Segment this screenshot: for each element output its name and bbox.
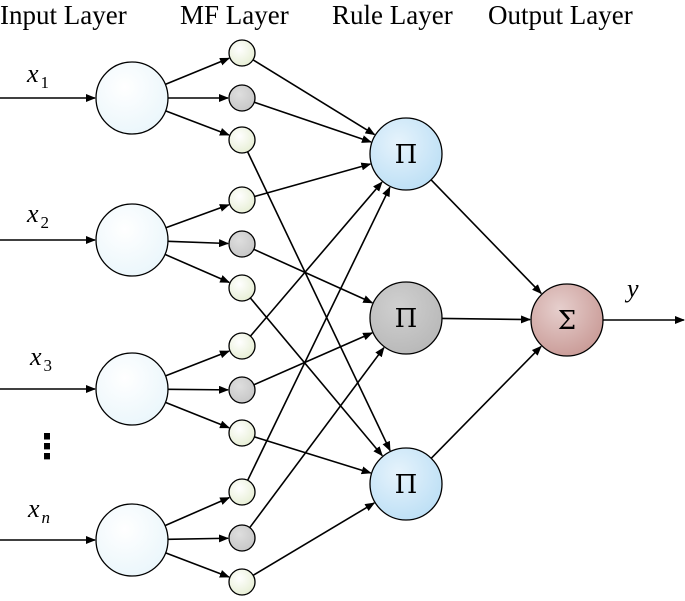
mf-node-4 [228,230,256,258]
mf-node-1 [228,84,256,112]
mf-node-9 [228,478,256,506]
mf-node-5 [228,274,256,302]
output-label-y: y [624,274,639,303]
edge-mf-11-rule-2 [252,502,376,577]
edge-input-0-mf-0 [165,57,230,86]
input-node-3 [95,503,169,577]
input-label-xn-sub: n [42,508,51,527]
output-node [530,283,604,357]
edge-mf-9-rule-0 [246,186,391,481]
edge-input-2-mf-8 [165,401,230,429]
edge-mf-10-rule-1 [249,346,385,529]
edge-input-1-mf-4 [167,239,230,248]
rule-layer-title: Rule Layer [332,0,453,30]
input-node-1 [95,203,169,277]
mf-node-8 [228,419,256,447]
output-node-symbol: Σ [558,306,576,336]
rule-node-1-symbol: Π [395,304,418,334]
mf-node-2 [228,126,256,154]
mf-node-11 [228,568,256,596]
mf-node-6 [228,332,256,360]
edge-mf-2-rule-2 [246,151,391,452]
input-label-x2-base: x [26,199,39,228]
rule-node-0-symbol: Π [395,140,418,170]
edge-input-1-mf-3 [165,204,230,229]
input-node-0 [95,61,169,135]
nodes: Π Π Π Σ [95,39,604,596]
rule-node-0 [369,117,443,191]
edge-input-2-mf-7 [167,385,230,394]
edge-rule-0-output [430,179,542,295]
mf-layer-title: MF Layer [180,0,289,30]
edge-input-0-mf-2 [165,110,230,136]
edge-input-3-mf-9 [164,496,231,527]
input-label-x1-base: x [26,59,39,88]
edge-input-1-mf-5 [164,253,231,284]
input-label-x3-sub: 3 [44,356,53,375]
edge-rule-1-output [441,315,532,324]
mf-node-0 [228,39,256,67]
edge-mf-8-rule-2 [254,436,372,475]
edge-input-3-mf-11 [165,552,230,578]
mf-node-10 [228,524,256,552]
connections [0,57,685,578]
rule-node-1 [369,281,443,355]
input-label-x2-sub: 2 [41,213,50,232]
input-ellipsis: ⋮ [30,427,64,467]
input-label-xn-base: x [27,494,40,523]
edge-mf-1-rule-0 [254,101,372,143]
input-label-x1-sub: 1 [41,73,50,92]
input-layer-title: Input Layer [0,0,127,30]
input-node-2 [95,352,169,426]
edge-mf-5-rule-2 [249,297,383,457]
mf-node-3 [228,186,256,214]
edge-mf-7-rule-1 [253,332,374,386]
edge-mf-4-rule-1 [253,248,374,304]
edge-mf-6-rule-0 [249,181,383,337]
edge-rule-2-output [430,345,542,459]
output-layer-title: Output Layer [488,0,633,30]
input-label-x3-base: x [29,342,42,371]
edge-mf-0-rule-0 [252,59,376,136]
edge-mf-3-rule-0 [254,162,372,198]
edge-input-3-mf-10 [167,534,230,543]
edge-input-2-mf-6 [165,350,230,377]
mf-node-7 [228,376,256,404]
rule-node-2-symbol: Π [395,470,418,500]
rule-node-2 [369,447,443,521]
